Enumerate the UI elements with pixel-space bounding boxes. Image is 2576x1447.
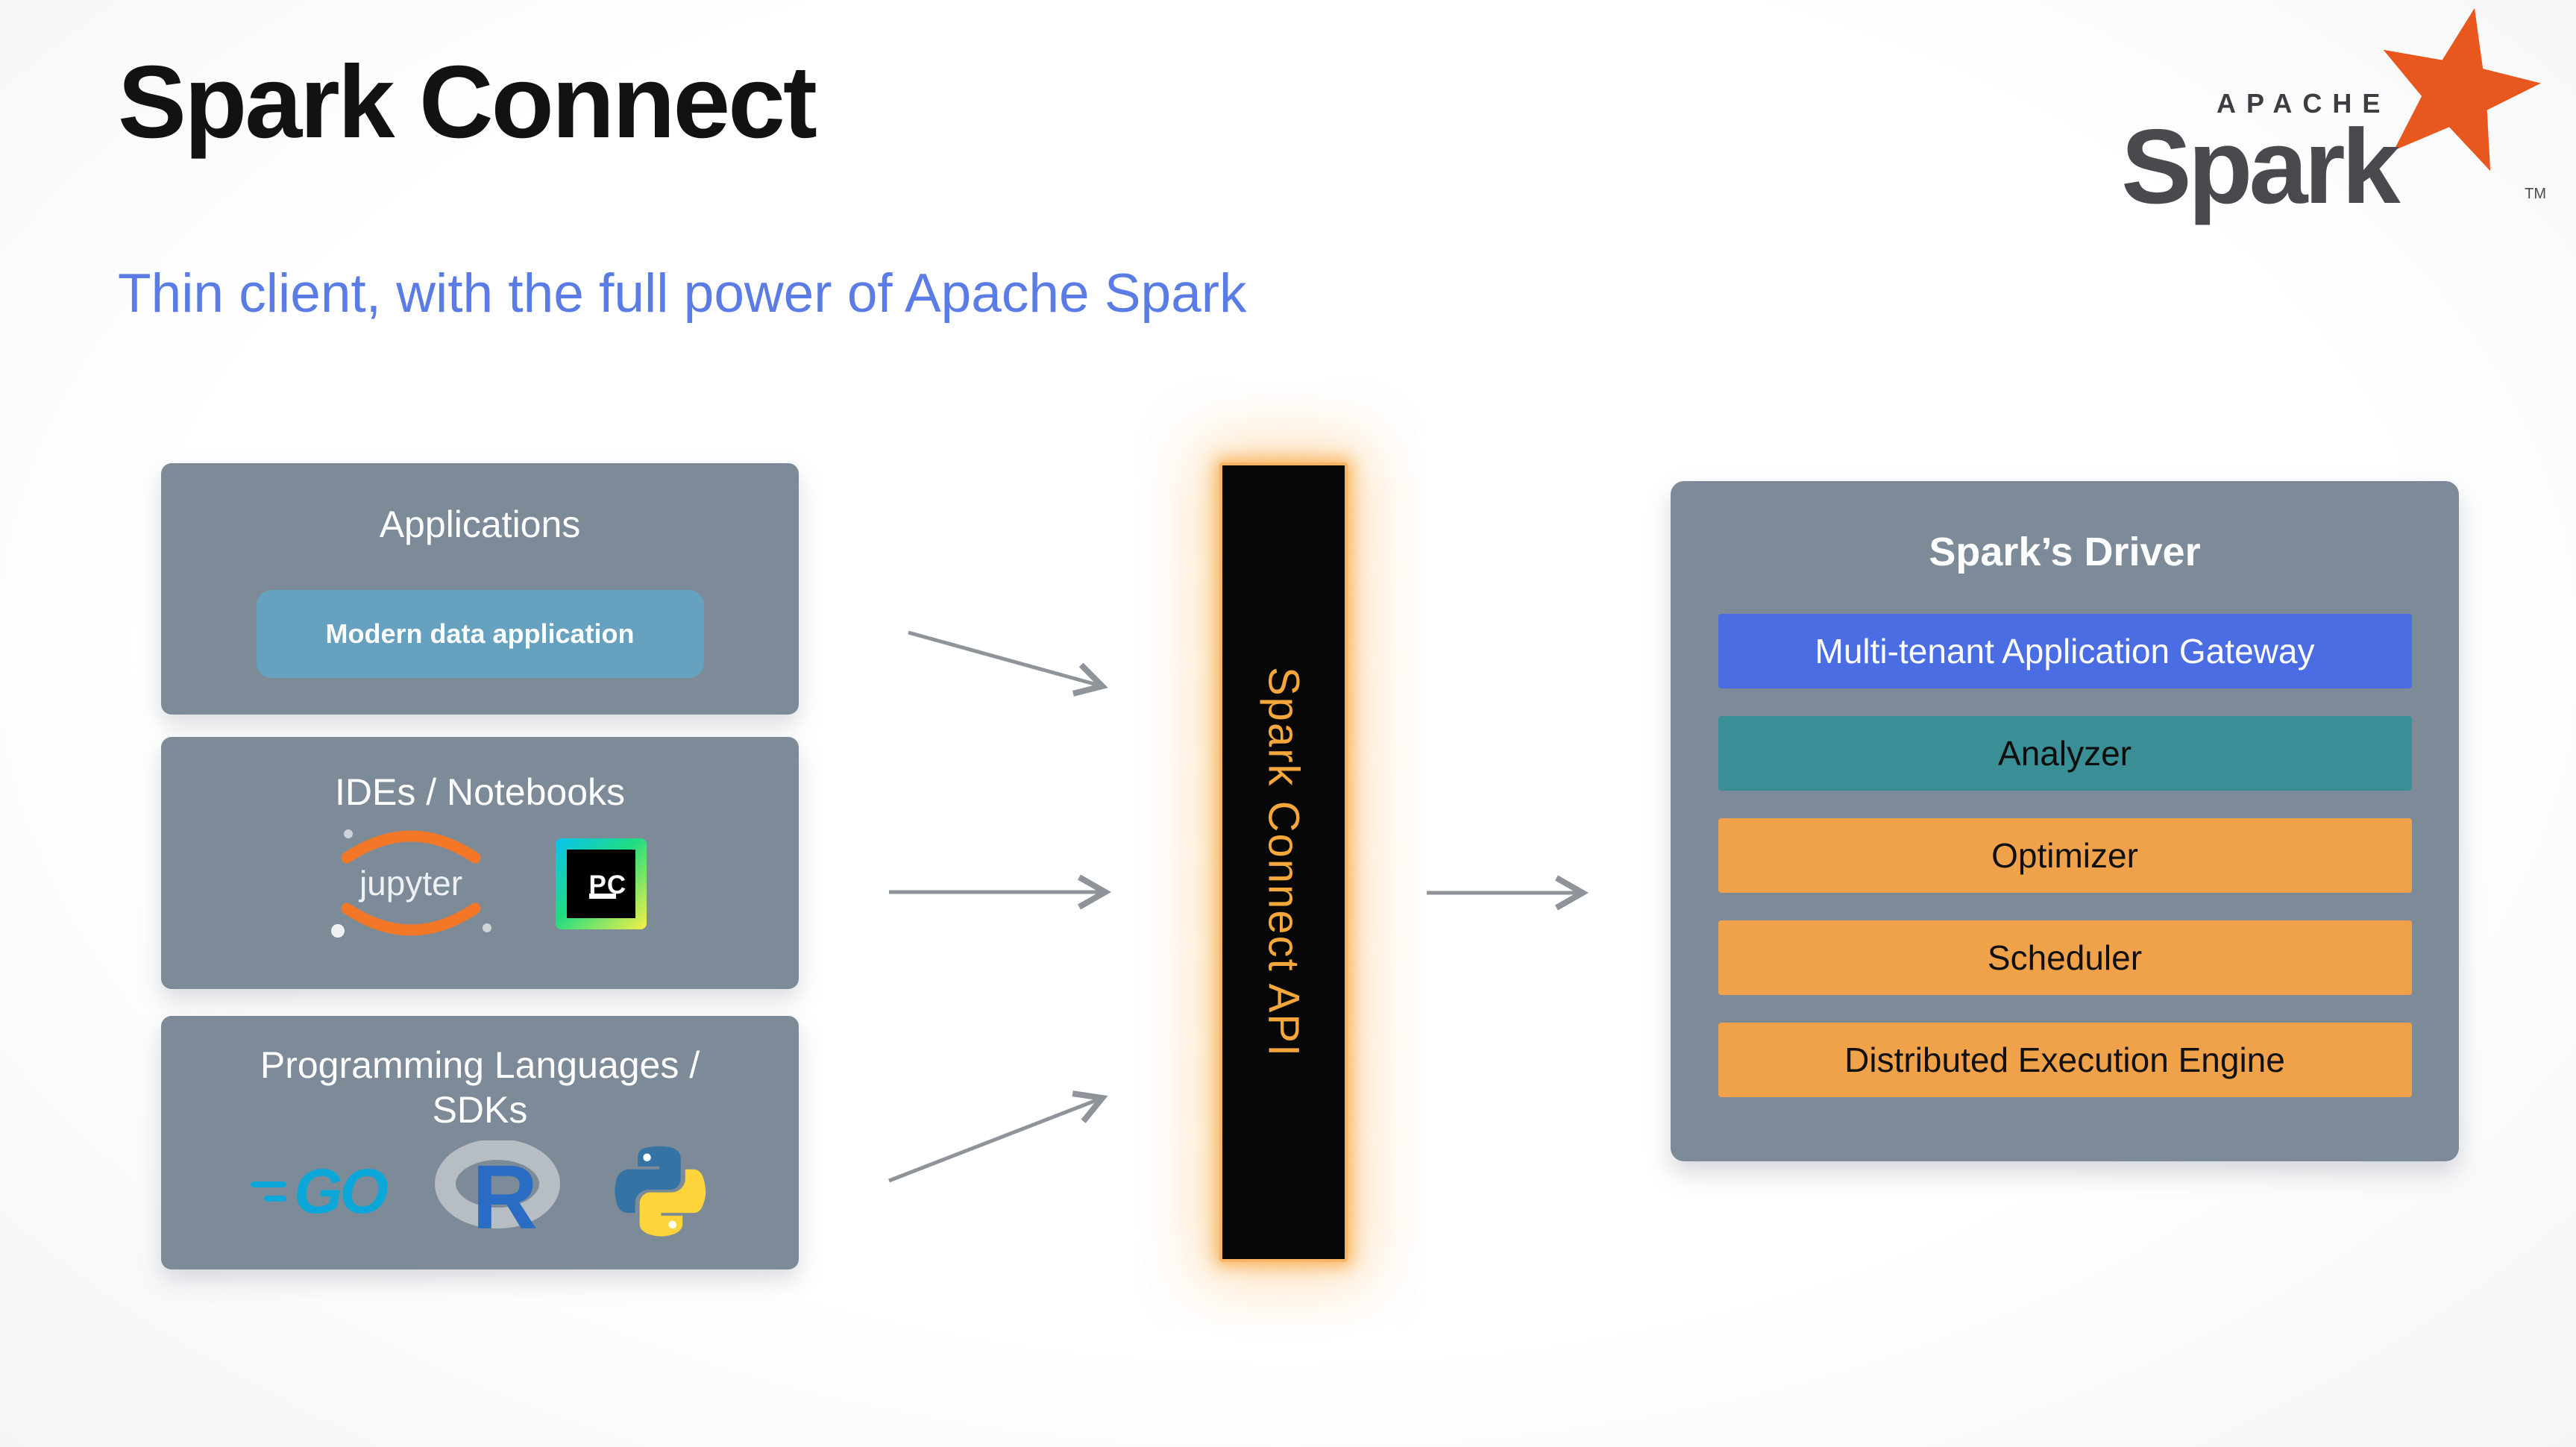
go-speed-lines [251,1181,287,1202]
spark-star-icon [2383,7,2541,172]
languages-sdks-box: Programming Languages / SDKs GO R [161,1016,799,1269]
trademark-symbol: TM [2525,186,2546,202]
driver-row-scheduler: Scheduler [1718,920,2412,995]
flow-arrow-apps [908,630,1108,697]
driver-row-optimizer: Optimizer [1718,818,2412,893]
pycharm-icon: PC [555,838,647,929]
spark-connect-api-label: Spark Connect API [1259,666,1308,1058]
apache-wordmark: APACHE [2217,88,2391,119]
python-icon [609,1140,709,1243]
driver-row-analyzer: Analyzer [1718,716,2412,791]
page-subtitle: Thin client, with the full power of Apac… [118,263,1247,324]
r-label: R [472,1146,538,1239]
spark-driver-title: Spark’s Driver [1929,530,2201,574]
ides-icon-row: jupyter PC [314,822,647,945]
languages-title-line1: Programming Languages / [260,1044,700,1086]
modern-data-application-chip: Modern data application [256,590,704,678]
spark-connect-api-bar: Spark Connect API [1219,462,1348,1262]
go-logo-icon: GO [251,1155,389,1228]
applications-title: Applications [379,503,581,545]
ides-notebooks-box: IDEs / Notebooks jupyter PC [161,737,799,989]
page-title: Spark Connect [118,45,817,160]
applications-box: Applications Modern data application [161,463,799,715]
ides-notebooks-title: IDEs / Notebooks [334,771,626,813]
apache-spark-logo: APACHE Spark TM [2121,7,2546,242]
jupyter-icon: jupyter [314,822,508,945]
driver-row-gateway: Multi-tenant Application Gateway [1718,614,2412,688]
go-label: GO [294,1156,389,1226]
r-logo-icon: R [433,1139,562,1248]
flow-arrow-langs [888,1090,1108,1183]
languages-title-line2: SDKs [432,1089,528,1131]
driver-rows: Multi-tenant Application Gateway Analyze… [1671,614,2459,1097]
spark-driver-box: Spark’s Driver Multi-tenant Application … [1671,481,2459,1161]
languages-sdks-title: Programming Languages / SDKs [260,1043,700,1132]
pycharm-underscore [588,893,616,899]
driver-row-execution-engine: Distributed Execution Engine [1718,1023,2412,1097]
languages-icon-row: GO R [251,1139,709,1248]
jupyter-label: jupyter [357,864,462,903]
spark-wordmark: Spark [2121,107,2401,226]
pycharm-inner-square: PC [566,849,635,918]
